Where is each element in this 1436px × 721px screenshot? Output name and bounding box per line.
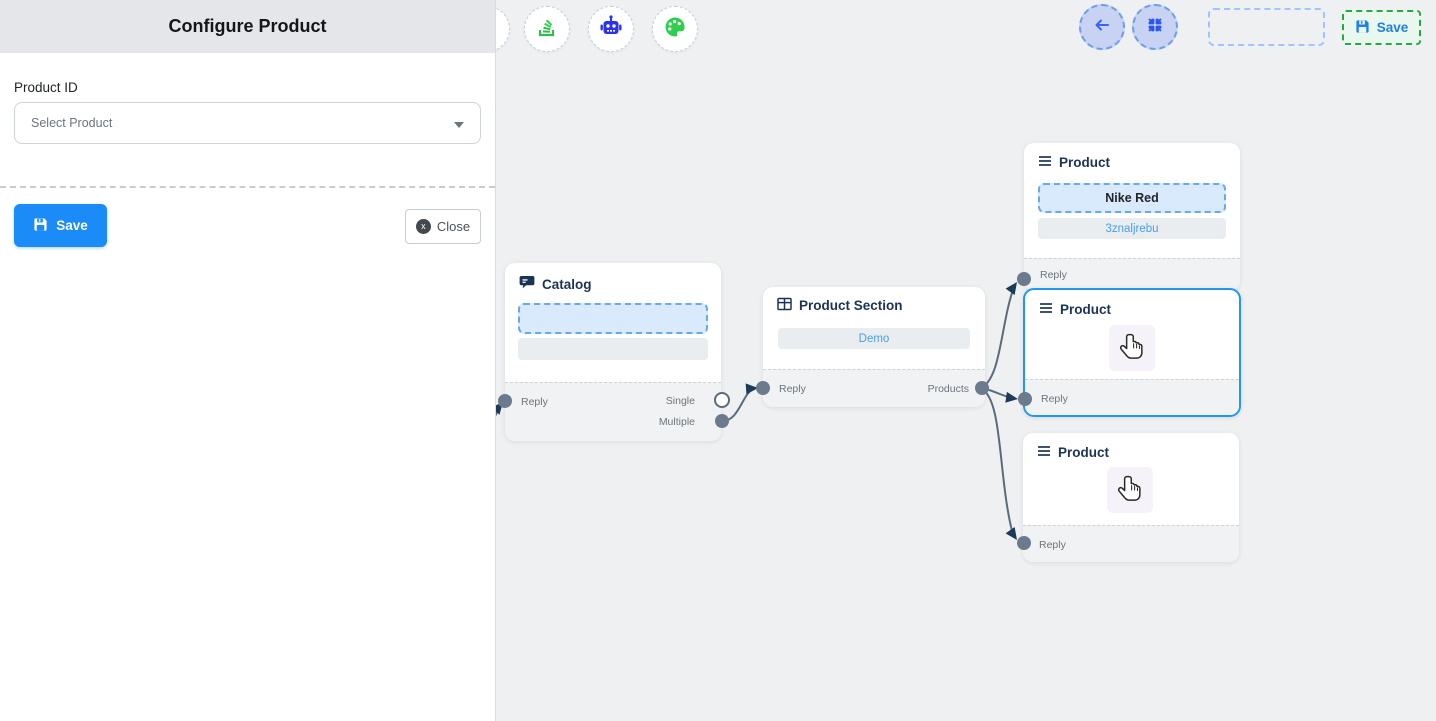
- product-1-reply-label: Reply: [1040, 269, 1067, 281]
- product-1-id-field[interactable]: 3znaljrebu: [1038, 218, 1226, 239]
- node-product-section-header: Product Section: [763, 287, 985, 314]
- panel-title: Configure Product: [168, 16, 327, 36]
- menu-icon: [1037, 445, 1051, 460]
- node-catalog[interactable]: Catalog Reply Single Multiple: [505, 263, 721, 441]
- chat-bubble-icon: [519, 275, 535, 293]
- node-product-2-title: Product: [1060, 302, 1112, 317]
- node-product-3-footer: Reply: [1023, 525, 1239, 562]
- palette-icon: [662, 14, 688, 45]
- product-id-label: Product ID: [14, 80, 78, 95]
- compress-icon: [1146, 16, 1164, 39]
- node-catalog-title: Catalog: [542, 276, 592, 292]
- node-product-3[interactable]: Product Reply: [1023, 433, 1239, 562]
- panel-save-button[interactable]: Save: [14, 204, 107, 247]
- node-product-1-title: Product: [1059, 155, 1111, 170]
- product-2-reply-label: Reply: [1041, 393, 1068, 405]
- node-product-section[interactable]: Product Section Demo Reply Products: [763, 287, 985, 407]
- edge-catalog-productsection: [721, 387, 757, 423]
- catalog-body-field[interactable]: [518, 338, 708, 360]
- edge-arrowhead: [1005, 391, 1018, 403]
- product-select-value: Select Product: [31, 116, 113, 130]
- configure-product-panel: Configure Product Product ID Select Prod…: [0, 0, 496, 721]
- product-1-name-field[interactable]: Nike Red: [1038, 183, 1226, 213]
- panel-divider: [0, 186, 495, 188]
- back-button[interactable]: [1079, 4, 1125, 50]
- catalog-reply-label: Reply: [521, 396, 548, 408]
- toolbar-button-bot[interactable]: [588, 6, 634, 52]
- grid-icon: [777, 297, 792, 314]
- hand-cursor-icon: [1117, 475, 1141, 501]
- hand-cursor-icon: [1119, 333, 1143, 359]
- menu-icon: [1038, 155, 1052, 170]
- node-product-3-title: Product: [1058, 445, 1110, 460]
- node-product-1[interactable]: Product Nike Red 3znaljrebu Reply: [1024, 143, 1240, 291]
- stack-icon: [535, 15, 559, 44]
- edge-arrowhead: [1005, 282, 1017, 295]
- canvas-save-button[interactable]: Save: [1342, 10, 1421, 45]
- node-product-section-title: Product Section: [799, 298, 903, 313]
- catalog-single-label: Single: [665, 395, 695, 407]
- robot-icon: [598, 14, 624, 45]
- canvas-save-label: Save: [1376, 20, 1409, 35]
- panel-header: Configure Product: [0, 0, 495, 53]
- save-disk-icon: [1355, 19, 1370, 37]
- node-product-2[interactable]: Product Reply: [1023, 288, 1241, 417]
- edge-products-product1: [981, 286, 1015, 388]
- toolbar-button-theme[interactable]: [652, 6, 698, 52]
- chevron-down-icon: [454, 122, 464, 128]
- node-product-2-footer: Reply: [1025, 379, 1239, 415]
- hand-cursor-overlay: [1109, 325, 1155, 371]
- node-product-1-footer: Reply: [1024, 258, 1240, 291]
- edge-arrowhead: [745, 383, 758, 395]
- save-disk-icon: [33, 217, 48, 235]
- edge-products-product2: [981, 387, 1015, 399]
- toolbar-button-stack[interactable]: [524, 6, 570, 52]
- product-section-reply-label: Reply: [779, 383, 806, 395]
- product-3-reply-label: Reply: [1039, 539, 1066, 551]
- panel-close-button[interactable]: x Close: [405, 209, 481, 244]
- edge-products-product3: [981, 388, 1014, 536]
- product-select[interactable]: Select Product: [14, 102, 481, 144]
- catalog-multiple-label: Multiple: [658, 416, 695, 428]
- product-section-value[interactable]: Demo: [778, 328, 970, 349]
- node-product-1-header: Product: [1024, 143, 1240, 170]
- arrow-left-icon: [1092, 15, 1112, 40]
- node-catalog-footer: Reply Single Multiple: [505, 382, 721, 441]
- node-product-section-footer: Reply Products: [763, 369, 985, 407]
- product-section-products-label: Products: [927, 383, 969, 395]
- node-product-2-header: Product: [1025, 290, 1239, 317]
- panel-close-label: Close: [436, 219, 471, 234]
- hand-cursor-overlay: [1107, 467, 1153, 513]
- close-icon: x: [415, 219, 431, 234]
- edge-arrowhead: [1005, 527, 1017, 540]
- node-catalog-header: Catalog: [505, 263, 721, 293]
- node-product-3-header: Product: [1023, 433, 1239, 460]
- panel-save-label: Save: [56, 218, 88, 233]
- fit-view-button[interactable]: [1132, 4, 1178, 50]
- catalog-header-field[interactable]: [518, 303, 708, 334]
- hidden-action-placeholder[interactable]: [1208, 8, 1325, 46]
- menu-icon: [1039, 302, 1053, 317]
